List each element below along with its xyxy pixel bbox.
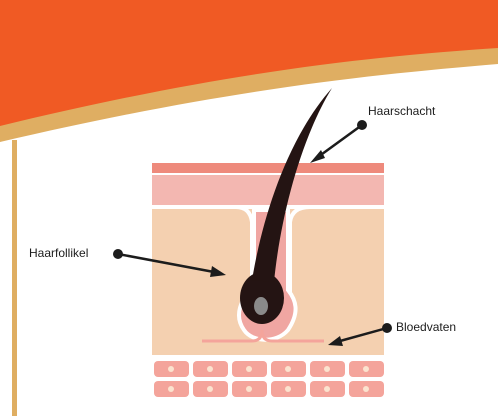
cell-nucleus [207, 366, 213, 372]
epidermis-layer [152, 175, 384, 205]
cell-nucleus [324, 386, 330, 392]
label-hair-follicle: Haarfollikel [29, 247, 88, 259]
cell-nucleus [363, 386, 369, 392]
label-blood-vessels: Bloedvaten [396, 321, 456, 333]
left-tan-strip [12, 140, 17, 416]
epidermis-top-layer [152, 163, 384, 173]
cell-nucleus [168, 366, 174, 372]
cell-nucleus [285, 386, 291, 392]
label-hair-shaft: Haarschacht [368, 105, 435, 117]
cell-nucleus [285, 366, 291, 372]
cell-nucleus [363, 366, 369, 372]
cell-nucleus [246, 366, 252, 372]
cell-nucleus [168, 386, 174, 392]
cell-nucleus [246, 386, 252, 392]
dermal-papilla [254, 297, 268, 315]
cell-nucleus [207, 386, 213, 392]
cell-nucleus [324, 366, 330, 372]
